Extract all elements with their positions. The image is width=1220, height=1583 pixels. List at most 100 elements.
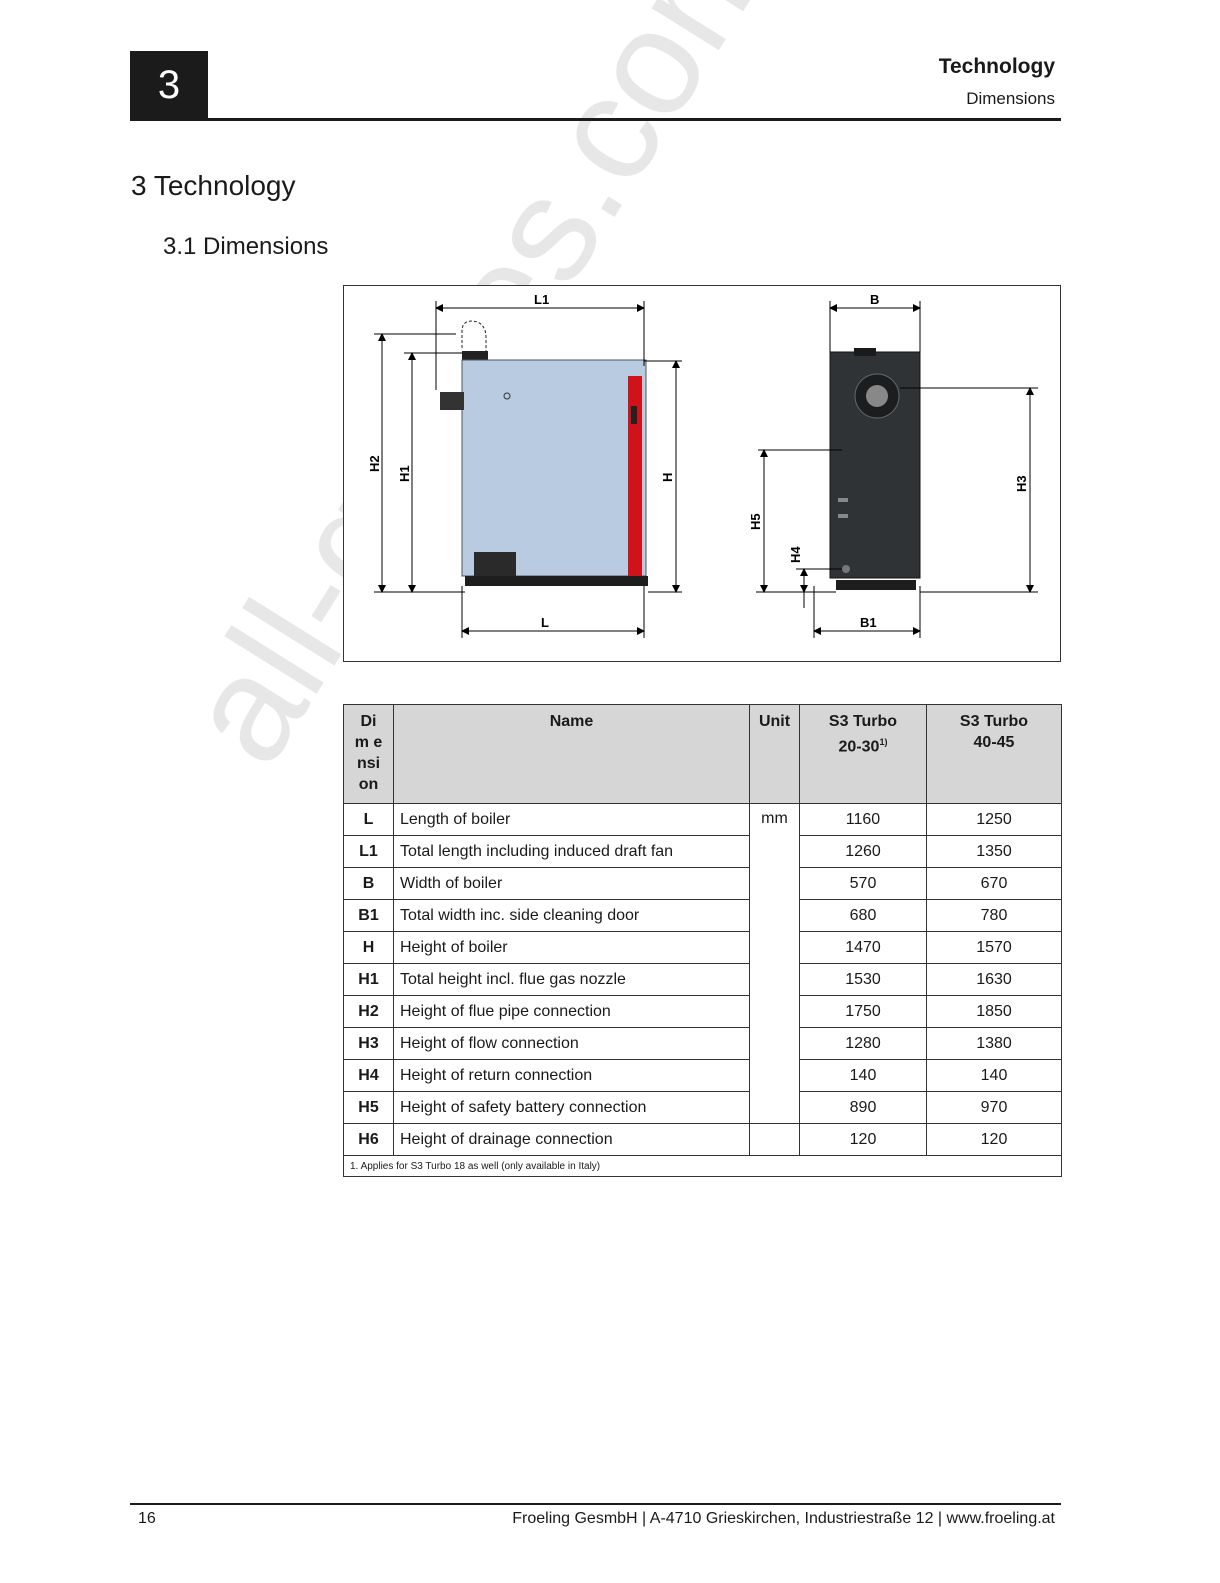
header-unit: Unit xyxy=(749,704,800,804)
value-model-b: 1350 xyxy=(926,835,1062,868)
value-model-b: 140 xyxy=(926,1059,1062,1092)
table-row: H1 Total height incl. flue gas nozzle 15… xyxy=(343,963,1062,996)
dimensions-table: Dim ensi on Name Unit S3 Turbo 20-301) S… xyxy=(343,704,1062,1177)
front-flue-nozzle xyxy=(854,348,876,356)
front-dimension-lines xyxy=(756,301,1038,638)
table-footnote: 1. Applies for S3 Turbo 18 as well (only… xyxy=(343,1155,1062,1177)
value-model-a: 680 xyxy=(799,899,927,932)
dimension-code: H1 xyxy=(343,963,394,996)
footer-company-info: Froeling GesmbH | A-4710 Grieskirchen, I… xyxy=(512,1510,1055,1527)
label-H: H xyxy=(660,473,675,482)
boiler-base xyxy=(465,576,648,586)
side-dimension-lines xyxy=(374,301,682,638)
dimension-name: Width of boiler xyxy=(393,867,750,900)
value-model-a: 1750 xyxy=(799,995,927,1028)
door-handle xyxy=(631,406,637,424)
dimension-code: H2 xyxy=(343,995,394,1028)
value-model-b: 1250 xyxy=(926,803,1062,836)
dimension-name: Height of return connection xyxy=(393,1059,750,1092)
value-model-b: 970 xyxy=(926,1091,1062,1124)
dimension-code: H xyxy=(343,931,394,964)
unit-cell-empty xyxy=(749,1123,800,1156)
flue-outlet xyxy=(866,385,888,407)
table-row: B Width of boiler 570 670 xyxy=(343,867,1062,900)
dimension-code: H4 xyxy=(343,1059,394,1092)
footer-divider xyxy=(130,1503,1061,1505)
sight-hole xyxy=(503,392,511,400)
induced-draft-fan xyxy=(440,392,464,410)
value-model-a: 890 xyxy=(799,1091,927,1124)
boiler-front-view xyxy=(829,348,921,590)
header-model-a: S3 Turbo 20-301) xyxy=(799,704,927,804)
dimension-code: L1 xyxy=(343,835,394,868)
dimension-code: L xyxy=(343,803,394,836)
boiler-side-view xyxy=(440,320,648,586)
header-name: Name xyxy=(393,704,750,804)
table-row: H6 Height of drainage connection 120 120 xyxy=(343,1123,1062,1156)
dimension-name: Total length including induced draft fan xyxy=(393,835,750,868)
value-model-a: 1260 xyxy=(799,835,927,868)
chapter-number-box: 3 xyxy=(130,51,208,120)
dimension-name: Height of boiler xyxy=(393,931,750,964)
header-model-b: S3 Turbo 40-45 xyxy=(926,704,1062,804)
value-model-b: 1630 xyxy=(926,963,1062,996)
label-L1: L1 xyxy=(534,292,549,307)
value-model-a: 570 xyxy=(799,867,927,900)
table-header-row: Dim ensi on Name Unit S3 Turbo 20-301) S… xyxy=(343,704,1062,804)
value-model-b: 1570 xyxy=(926,931,1062,964)
table-row: H Height of boiler 1470 1570 xyxy=(343,931,1062,964)
table-row: H2 Height of flue pipe connection 1750 1… xyxy=(343,995,1062,1028)
ash-box xyxy=(474,552,516,578)
section-heading: 3.1 Dimensions xyxy=(163,233,329,260)
dimension-name: Height of safety battery connection xyxy=(393,1091,750,1124)
dimension-code: H3 xyxy=(343,1027,394,1060)
dimension-code: H5 xyxy=(343,1091,394,1124)
dimensions-diagram: L1 L H H2 H1 B B1 H3 H5 H4 xyxy=(367,292,1038,638)
label-H3: H3 xyxy=(1014,475,1029,492)
boiler-side-panel xyxy=(461,359,647,577)
dimension-code: B1 xyxy=(343,899,394,932)
label-H5: H5 xyxy=(748,513,763,530)
dimension-name: Height of drainage connection xyxy=(393,1123,750,1156)
unit-cell: mm xyxy=(749,803,800,1124)
valve xyxy=(838,514,848,518)
front-base xyxy=(836,580,916,590)
value-model-a: 120 xyxy=(799,1123,927,1156)
table-row: L1 Total length including induced draft … xyxy=(343,835,1062,868)
dimension-name: Length of boiler xyxy=(393,803,750,836)
dimension-name: Height of flue pipe connection xyxy=(393,995,750,1028)
return-port xyxy=(842,565,850,573)
table-row: H5 Height of safety battery connection 8… xyxy=(343,1091,1062,1124)
value-model-b: 1850 xyxy=(926,995,1062,1028)
flue-pipe-outline xyxy=(461,320,487,352)
table-row: H4 Height of return connection 140 140 xyxy=(343,1059,1062,1092)
flue-nozzle xyxy=(462,351,488,361)
label-L: L xyxy=(541,615,549,630)
header-dimension: Dim ensi on xyxy=(343,704,394,804)
table-row: H3 Height of flow connection 1280 1380 xyxy=(343,1027,1062,1060)
value-model-b: 780 xyxy=(926,899,1062,932)
dimension-code: H6 xyxy=(343,1123,394,1156)
table-row: L Length of boiler mm 1160 1250 xyxy=(343,803,1062,1124)
chapter-heading: 3 Technology xyxy=(131,170,296,201)
value-model-b: 1380 xyxy=(926,1027,1062,1060)
label-H2: H2 xyxy=(367,455,382,472)
value-model-a: 1280 xyxy=(799,1027,927,1060)
label-B1: B1 xyxy=(860,615,877,630)
value-model-a: 1470 xyxy=(799,931,927,964)
dimension-code: B xyxy=(343,867,394,900)
page-number: 16 xyxy=(138,1510,156,1527)
value-model-a: 1530 xyxy=(799,963,927,996)
label-B: B xyxy=(870,292,879,307)
dimension-name: Height of flow connection xyxy=(393,1027,750,1060)
label-H1: H1 xyxy=(397,465,412,482)
header-divider xyxy=(130,118,1061,121)
header-subtitle: Dimensions xyxy=(966,89,1055,108)
label-H4: H4 xyxy=(788,546,803,563)
red-door-panel xyxy=(628,376,642,576)
valve xyxy=(838,498,848,502)
value-model-b: 120 xyxy=(926,1123,1062,1156)
value-model-a: 1160 xyxy=(799,803,927,836)
value-model-b: 670 xyxy=(926,867,1062,900)
table-row: B1 Total width inc. side cleaning door 6… xyxy=(343,899,1062,932)
